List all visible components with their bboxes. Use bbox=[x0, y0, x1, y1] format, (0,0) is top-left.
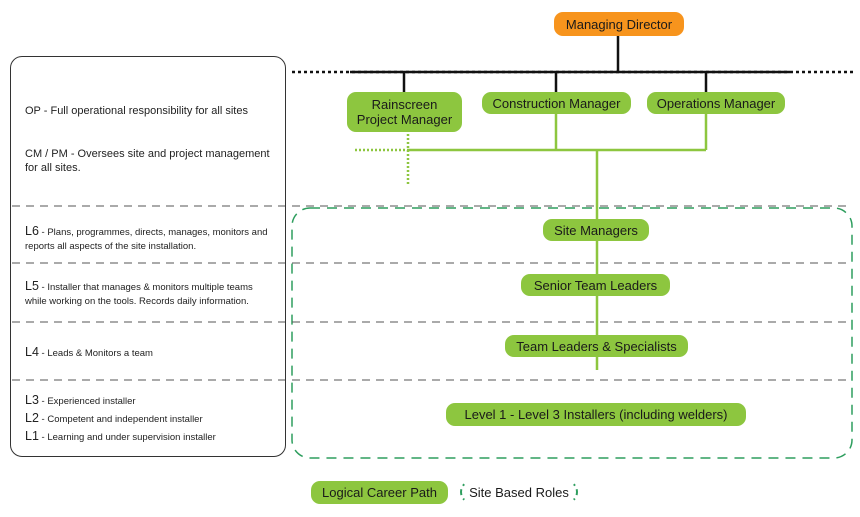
legend-site-based: Site Based Roles bbox=[460, 481, 578, 504]
key-l2-code: L2 bbox=[25, 411, 39, 425]
key-l4: L4 - Leads & Monitors a team bbox=[25, 345, 153, 361]
key-l3: L3 - Experienced installer bbox=[25, 393, 136, 409]
site-roles-container bbox=[291, 207, 853, 459]
key-l5-code: L5 bbox=[25, 279, 39, 293]
site-managers-node: Site Managers bbox=[543, 219, 649, 241]
rainscreen-label-line1: Rainscreen bbox=[371, 97, 438, 112]
key-cm-line1: CM / PM - Oversees site and project mana… bbox=[25, 148, 270, 160]
legend-career-path: Logical Career Path bbox=[311, 481, 448, 504]
key-l2-text: - Competent and independent installer bbox=[38, 414, 203, 425]
key-l2: L2 - Competent and independent installer bbox=[25, 411, 203, 427]
legend-career-path-label: Logical Career Path bbox=[322, 485, 437, 500]
legend-site-based-swatch bbox=[460, 480, 578, 504]
key-l5: L5 - Installer that manages & monitors m… bbox=[25, 279, 253, 309]
key-l1-code: L1 bbox=[25, 429, 39, 443]
operations-manager-label: Operations Manager bbox=[656, 95, 776, 111]
site-managers-label: Site Managers bbox=[554, 222, 638, 238]
key-op: OP - Full operational responsibility for… bbox=[25, 104, 248, 118]
construction-manager-node: Construction Manager bbox=[482, 92, 631, 114]
managing-director-label: Managing Director bbox=[565, 16, 673, 32]
team-leaders-node: Team Leaders & Specialists bbox=[505, 335, 688, 357]
installers-node: Level 1 - Level 3 Installers (including … bbox=[446, 403, 746, 426]
installers-label: Level 1 - Level 3 Installers (including … bbox=[464, 407, 728, 422]
rainscreen-label-line2: Project Manager bbox=[356, 112, 453, 127]
key-l6-line2: reports all aspects of the site installa… bbox=[25, 241, 197, 252]
key-op-text: OP - Full operational responsibility for… bbox=[25, 105, 248, 117]
key-l4-code: L4 bbox=[25, 345, 39, 359]
senior-team-leaders-label: Senior Team Leaders bbox=[533, 277, 658, 293]
operations-manager-node: Operations Manager bbox=[647, 92, 785, 114]
senior-team-leaders-node: Senior Team Leaders bbox=[521, 274, 670, 296]
legend-site-based-label: Site Based Roles bbox=[469, 485, 569, 500]
key-cm-line2: for all sites. bbox=[25, 162, 81, 174]
key-l5-line2: while working on the tools. Records dail… bbox=[25, 296, 249, 307]
level-key-panel bbox=[10, 56, 286, 457]
managing-director-node: Managing Director bbox=[554, 12, 684, 36]
key-l3-text: - Experienced installer bbox=[38, 396, 136, 407]
key-cm-pm: CM / PM - Oversees site and project mana… bbox=[25, 147, 270, 175]
team-leaders-label: Team Leaders & Specialists bbox=[516, 338, 677, 354]
key-l3-code: L3 bbox=[25, 393, 39, 407]
key-l6: L6 - Plans, programmes, directs, manages… bbox=[25, 224, 268, 254]
key-l6-line1: - Plans, programmes, directs, manages, m… bbox=[38, 227, 268, 238]
construction-manager-label: Construction Manager bbox=[492, 95, 621, 111]
key-l4-text: - Leads & Monitors a team bbox=[38, 348, 153, 359]
key-l1-text: - Learning and under supervision install… bbox=[38, 432, 216, 443]
rainscreen-pm-node: Rainscreen Project Manager bbox=[347, 92, 462, 132]
key-l6-code: L6 bbox=[25, 224, 39, 238]
key-l5-line1: - Installer that manages & monitors mult… bbox=[38, 282, 253, 293]
key-l1: L1 - Learning and under supervision inst… bbox=[25, 429, 216, 445]
